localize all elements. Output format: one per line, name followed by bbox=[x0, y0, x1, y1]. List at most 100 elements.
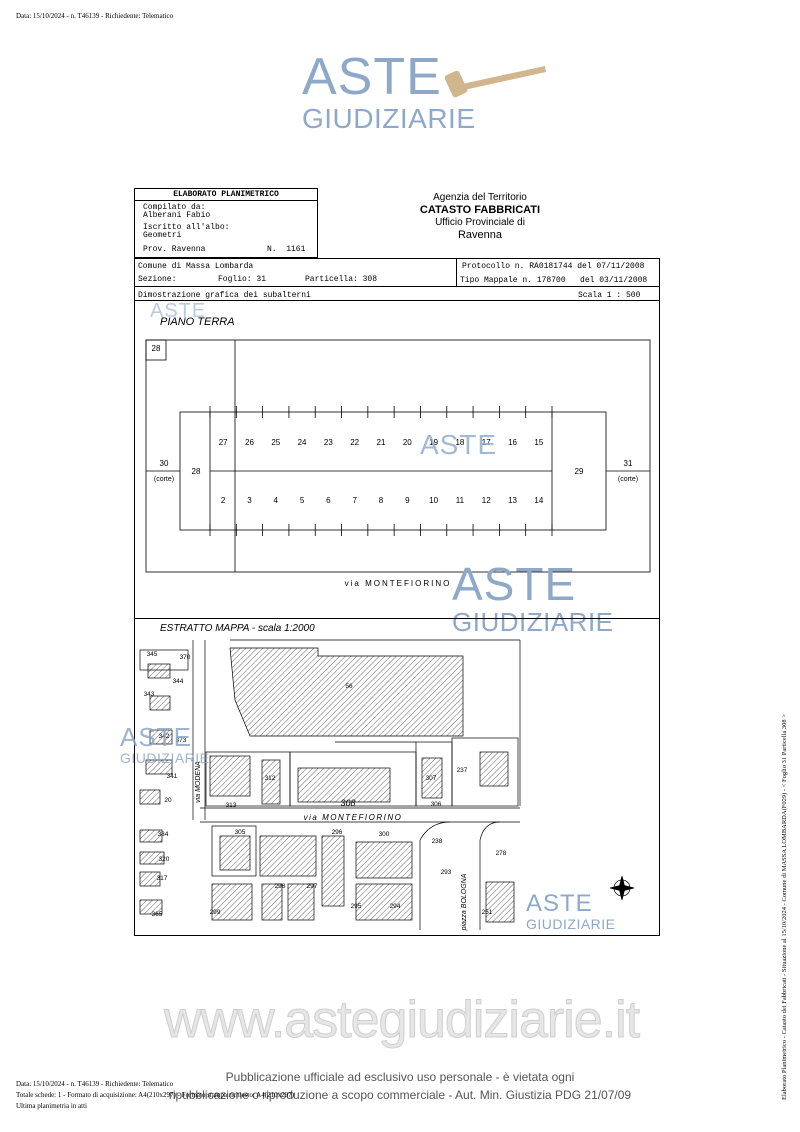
footer-line-3: Ultima planimetria in atti bbox=[16, 1102, 87, 1110]
map-label: 238 bbox=[432, 838, 443, 845]
watermark-map-right-giudiziarie: GIUDIZIARIE bbox=[526, 916, 616, 932]
compiled-label: Compilato da: bbox=[143, 203, 206, 212]
registration-number: N. 1161 bbox=[267, 245, 306, 254]
unit-label-upper: 20 bbox=[403, 438, 412, 447]
compass-icon bbox=[609, 875, 635, 901]
unit-label-lower: 14 bbox=[534, 496, 543, 505]
map-title: ESTRATTO MAPPA - scala 1:2000 bbox=[160, 623, 315, 634]
agency-block: Agenzia del Territorio CATASTO FABBRICAT… bbox=[400, 192, 560, 242]
map-label: 299 bbox=[210, 909, 221, 916]
watermark-small-plan: ASTE bbox=[150, 300, 207, 322]
map-label: 298 bbox=[275, 883, 286, 890]
corner-box bbox=[145, 339, 167, 361]
notice-line-2: ripubblicazione o riproduzione a scopo c… bbox=[168, 1088, 632, 1102]
agency-office: Ufficio Provinciale di bbox=[435, 217, 525, 228]
map-street-modena: via MODENA bbox=[195, 761, 202, 803]
protocollo-text: Protocollo n. RA0181744 del 07/11/2008 bbox=[462, 262, 645, 271]
unit-label-lower: 6 bbox=[326, 496, 331, 505]
map-label: 20 bbox=[164, 797, 172, 804]
unit-label-lower: 10 bbox=[429, 496, 438, 505]
map-label: 345 bbox=[147, 651, 158, 658]
footer-line-2: Totale schede: 1 - Formato di acquisizio… bbox=[16, 1091, 294, 1099]
unit-label-lower: 8 bbox=[379, 496, 384, 505]
map-label: 312 bbox=[265, 775, 276, 782]
map-label: 373 bbox=[176, 737, 187, 744]
unit-label-upper: 26 bbox=[245, 438, 254, 447]
agency-catasto: CATASTO FABBRICATI bbox=[419, 204, 541, 216]
lot-boundary bbox=[145, 339, 651, 573]
unit-label-lower: 13 bbox=[508, 496, 517, 505]
map-label: 306 bbox=[431, 801, 442, 808]
sezione-text: Sezione: bbox=[138, 275, 177, 284]
unit-label-lower: 7 bbox=[352, 496, 357, 505]
info-divider-2 bbox=[134, 300, 660, 301]
unit-corner: 28 bbox=[152, 344, 161, 353]
map-street-montefiorino: via MONTEFIORINO bbox=[304, 813, 403, 822]
map-label: 297 bbox=[307, 883, 318, 890]
unit-label-upper: 19 bbox=[429, 438, 438, 447]
unit-label-lower: 4 bbox=[274, 496, 279, 505]
map-label: 343 bbox=[144, 691, 155, 698]
unit-label-lower: 11 bbox=[456, 496, 465, 505]
province: Prov. Ravenna bbox=[143, 245, 206, 254]
watermark-map-left-giudiziarie: GIUDIZIARIE bbox=[120, 750, 210, 766]
registered-label: Iscritto all'albo: bbox=[143, 223, 230, 232]
unit-label-upper: 24 bbox=[298, 438, 307, 447]
unit-label-lower: 2 bbox=[221, 496, 226, 505]
map-label: 313 bbox=[226, 802, 237, 809]
map-label: 237 bbox=[457, 767, 468, 774]
unit-label-lower: 9 bbox=[405, 496, 410, 505]
map-label: 317 bbox=[157, 875, 168, 882]
particella-text: Particella: 308 bbox=[305, 275, 378, 284]
tipo-mappale-text: Tipo Mappale n. 178700 del 03/11/2008 bbox=[460, 276, 648, 285]
map-label: 56 bbox=[345, 683, 353, 690]
court-right-num: 31 bbox=[624, 459, 633, 468]
map-label: 334 bbox=[158, 831, 169, 838]
watermark-aste-text: ASTE bbox=[302, 48, 442, 106]
unit-label-upper: 16 bbox=[508, 438, 517, 447]
foglio-text: Foglio: 31 bbox=[218, 275, 267, 284]
unit-label-upper: 25 bbox=[271, 438, 280, 447]
watermark-mid-aste: ASTE bbox=[452, 558, 577, 610]
floor-label: PIANO TERRA bbox=[160, 316, 235, 328]
website-watermark: www.astegiudiziarie.it bbox=[163, 991, 640, 1050]
info-vertical-divider bbox=[456, 258, 457, 286]
unit-label-lower: 12 bbox=[482, 496, 491, 505]
street-label: via MONTEFIORINO bbox=[345, 579, 452, 588]
court-left-sub: (corte) bbox=[154, 476, 174, 483]
map-label: 342 bbox=[159, 733, 170, 740]
compiled-name: Alberani Fabio bbox=[143, 211, 211, 220]
watermark-mid-giudiziarie: GIUDIZIARIE bbox=[452, 607, 614, 637]
gavel-icon bbox=[444, 66, 546, 98]
map-divider bbox=[134, 618, 660, 619]
agency-city: Ravenna bbox=[457, 229, 503, 241]
map-label: 320 bbox=[159, 856, 170, 863]
unit-label-upper: 21 bbox=[377, 438, 386, 447]
comune-text: Comune di Massa Lombarda bbox=[138, 262, 254, 271]
unit-label-upper: 18 bbox=[455, 438, 464, 447]
unit-left: 28 bbox=[192, 467, 201, 476]
watermark-giudiziarie-text: GIUDIZIARIE bbox=[302, 103, 476, 134]
form-header-box: ELABORATO PLANIMETRICO Compilato da: Alb… bbox=[134, 188, 318, 258]
form-title: ELABORATO PLANIMETRICO bbox=[135, 189, 317, 201]
registered-value: Geometri bbox=[143, 231, 182, 240]
court-left-num: 30 bbox=[160, 459, 169, 468]
map-label: 300 bbox=[379, 831, 390, 838]
map-label: 294 bbox=[390, 903, 401, 910]
watermark-logo-top: ASTE GIUDIZIARIE bbox=[300, 50, 550, 140]
map-label: 344 bbox=[173, 678, 184, 685]
unit-label-upper: 23 bbox=[324, 438, 333, 447]
map-label: 305 bbox=[235, 829, 246, 836]
document-frame bbox=[134, 258, 660, 936]
unit-label-lower: 3 bbox=[247, 496, 252, 505]
watermark-map-left-aste: ASTE bbox=[120, 722, 192, 752]
unit-label-lower: 5 bbox=[300, 496, 305, 505]
map-label: 251 bbox=[482, 909, 493, 916]
unit-label-upper: 15 bbox=[534, 438, 543, 447]
map-label: 307 bbox=[426, 775, 437, 782]
unit-right: 29 bbox=[575, 467, 584, 476]
map-label: 296 bbox=[332, 829, 343, 836]
map-label: 365 bbox=[152, 911, 163, 918]
